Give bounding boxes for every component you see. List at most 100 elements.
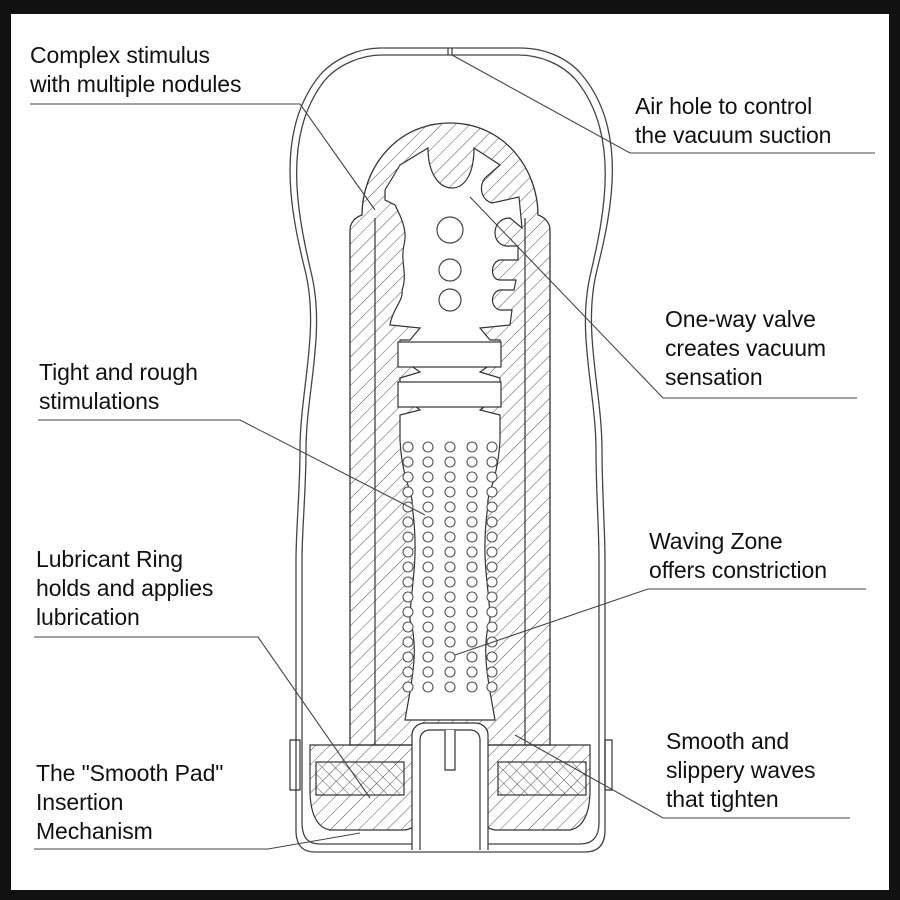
nodule-dot [486,576,498,588]
leader-waving-zone [454,588,866,656]
nodule-dot [486,486,498,498]
nodule-dot [486,666,498,678]
nodule-dot [486,606,498,618]
nodule-dot [402,531,414,543]
nodule-dot [422,471,434,483]
callout-smooth-pad: The "Smooth Pad" Insertion Mechanism [36,760,224,844]
nodule-dot [444,651,456,663]
nodule-dot [466,576,478,588]
nodule-dot [422,441,434,453]
leader-air-hole [451,54,875,154]
callout-air-hole: Air hole to control the vacuum suction [635,93,832,148]
nodule-dot [486,471,498,483]
nodule-dot [422,546,434,558]
nodule-dot [402,681,414,693]
nodule-dot [466,591,478,603]
nodule-dot [444,531,456,543]
nodule-dot [444,441,456,453]
nodule-dot [486,531,498,543]
callout-lubricant-ring: Lubricant Ring holds and applies lubrica… [36,546,214,630]
nodule-dot [466,636,478,648]
callout-complex-stimulus: Complex stimulus with multiple nodules [30,42,242,97]
nodule-grid [402,441,498,693]
nodule-dot [444,501,456,513]
nodule-dot [444,666,456,678]
callout-tight-rough: Tight and rough stimulations [39,359,198,414]
nodule-dot [422,576,434,588]
leader-complex-stimulus [30,103,376,211]
nodule-dot [402,576,414,588]
nodule-dot [422,486,434,498]
leader-smooth-waves [514,734,850,819]
leader-smooth-pad [34,832,361,850]
callout-waving-zone: Waving Zone offers constriction [649,528,827,583]
nodule-dot [486,441,498,453]
nodule-dot [444,546,456,558]
callout-one-way-valve: One-way valve creates vacuum sensation [665,306,826,390]
nodule-dot [444,681,456,693]
nodule-dot [402,636,414,648]
nodule-dot [466,471,478,483]
nodule-dot [444,516,456,528]
nodule-dot [422,606,434,618]
nodule-dot [422,531,434,543]
nodule-dot [486,621,498,633]
nodule-dot [444,621,456,633]
nodule-dot [444,561,456,573]
leader-tight-rough [38,419,426,516]
leader-lines [30,54,875,850]
nodule-dot [444,636,456,648]
nodule-dot [422,681,434,693]
nodule-dot [466,486,478,498]
nodule-dot [402,621,414,633]
nodule-dot [466,456,478,468]
leader-lubricant-ring [34,636,371,799]
nodule-dot [444,486,456,498]
nodule-dot [466,516,478,528]
nodule-dot [444,576,456,588]
nodule-dot [402,441,414,453]
callout-smooth-waves: Smooth and slippery waves that tighten [666,728,816,812]
nodule-dot [486,591,498,603]
nodule-dot [466,681,478,693]
lubricant-ring-right [497,761,587,796]
nodule-dot [402,501,414,513]
nodule-dot [486,501,498,513]
nodule-dot [402,456,414,468]
nodule-dot [486,561,498,573]
nodule-dot [486,456,498,468]
nodule-dot [466,561,478,573]
inner-cavity [384,146,523,721]
nodule-dot [486,651,498,663]
nodule-dot [466,501,478,513]
nodule-dot [402,666,414,678]
nodule-dot [402,516,414,528]
nodule-dot [402,561,414,573]
nodule-dot [486,681,498,693]
nodule-dot [444,606,456,618]
nodule-dot [466,666,478,678]
nodule-dot [466,546,478,558]
lubricant-ring-left [315,761,405,796]
nodule-dot [486,546,498,558]
nodule-dot [486,516,498,528]
nodule-dot [422,516,434,528]
nodule-dot [466,606,478,618]
nodule-dot [422,666,434,678]
nodule-dot [422,561,434,573]
nodule-dot [422,501,434,513]
nodule-dot [466,531,478,543]
nodule-dot [466,651,478,663]
nodule-dot [422,636,434,648]
nodule-dot [422,456,434,468]
inner-sleeve [349,122,551,746]
nodule-dot [402,486,414,498]
nodule-dot [444,471,456,483]
base-assembly [289,722,613,850]
nodule-dot [402,591,414,603]
nodule-dot [422,621,434,633]
nodule-dot [402,651,414,663]
nodule-dot [402,471,414,483]
nodule-dot [402,546,414,558]
